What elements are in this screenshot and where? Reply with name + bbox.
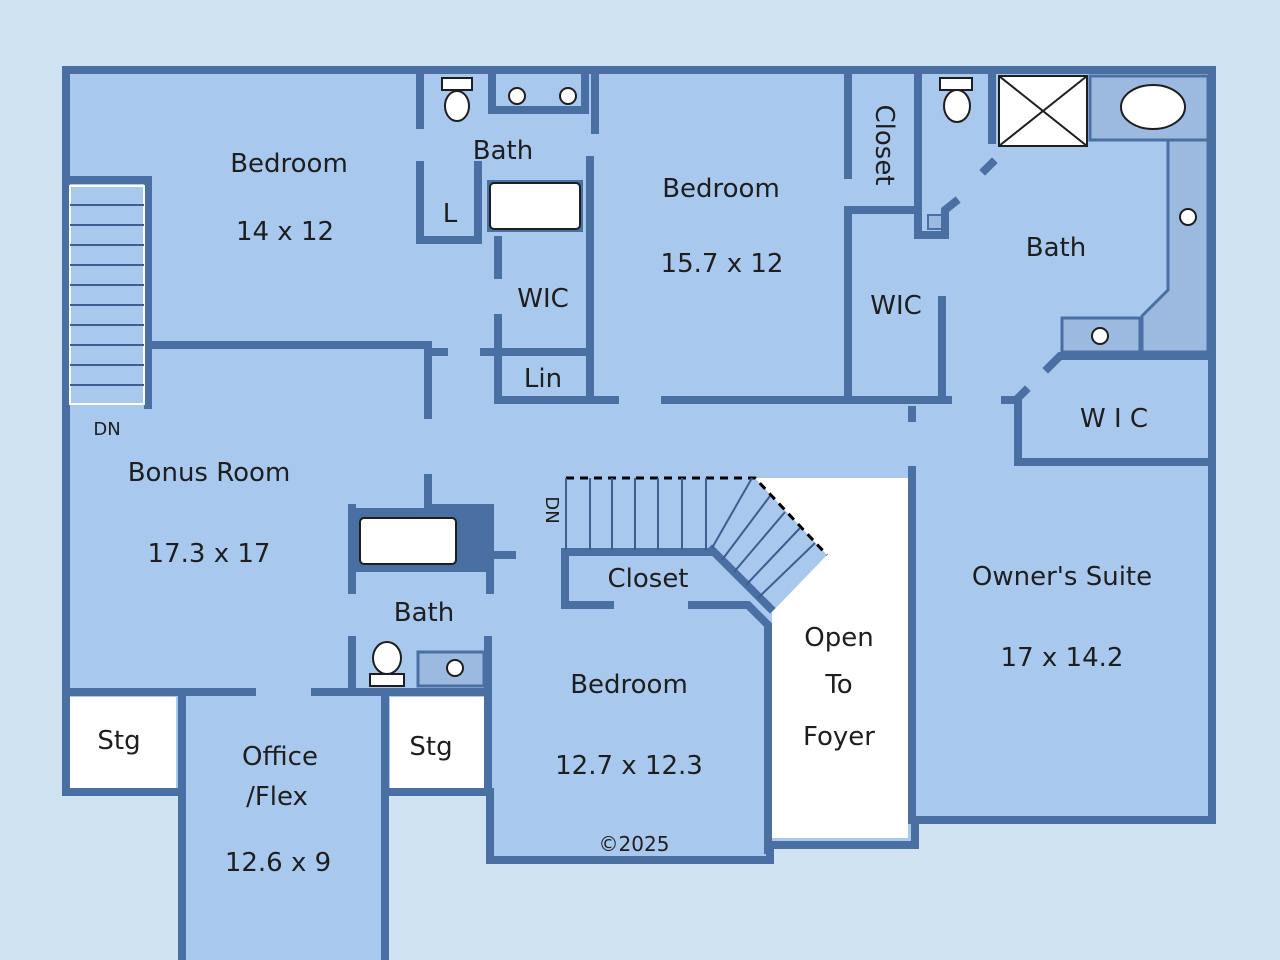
bedroom-s-size: 12.7 x 12.3: [555, 751, 703, 781]
storage-left-area: [70, 697, 176, 788]
closet-n-label: Closet: [869, 104, 899, 185]
floor-area: [66, 70, 1212, 960]
toilet-bonus: [369, 641, 405, 687]
open-to-foyer-area: [755, 478, 908, 838]
bedroom-s-name: Bedroom: [570, 670, 688, 700]
owners-suite-size: 17 x 14.2: [1001, 643, 1124, 673]
bedroom-n-size: 15.7 x 12: [661, 249, 784, 279]
linen-shelf: [927, 214, 943, 230]
storage-right-area: [390, 697, 484, 788]
toilet-owner: [939, 77, 973, 123]
wic-2-label: WIC: [870, 291, 922, 321]
interior-walls: [62, 71, 1212, 854]
office-line2: /Flex: [246, 782, 308, 812]
owners-suite-name: Owner's Suite: [972, 562, 1152, 592]
open-foyer-line1: Open: [804, 623, 873, 653]
bath-bonus-label: Bath: [394, 598, 454, 628]
sink-bonus: [416, 650, 486, 688]
closet-stair-label: Closet: [607, 564, 688, 594]
office-line1: Office: [242, 742, 318, 772]
bath-hall-label: Bath: [473, 136, 533, 166]
vanity-owner: [1060, 138, 1210, 354]
bedroom-nw-name: Bedroom: [230, 149, 348, 179]
office-size: 12.6 x 9: [225, 848, 331, 878]
linen-l-label: L: [443, 199, 458, 229]
bathtub-hall: [487, 180, 583, 232]
tub-owner: [1088, 74, 1210, 142]
stg-left-label: Stg: [97, 726, 140, 756]
bathtub-bonus: [352, 508, 490, 572]
shower-owner: [998, 75, 1088, 147]
stairs-dn-center: DN: [541, 496, 562, 523]
bonus-room-size: 17.3 x 17: [148, 539, 271, 569]
stairs-center: [565, 476, 829, 599]
bedroom-n-name: Bedroom: [662, 174, 780, 204]
bedroom-nw-size: 14 x 12: [236, 217, 334, 247]
stairs-dn-left: DN: [93, 419, 120, 440]
bath-owner-label: Bath: [1026, 233, 1086, 263]
open-foyer-line3: Foyer: [803, 722, 875, 752]
toilet-hall: [441, 77, 473, 122]
open-foyer-line2: To: [824, 670, 852, 700]
bonus-room-name: Bonus Room: [128, 458, 291, 488]
sinks-hall: [508, 87, 577, 105]
wic-1-label: WIC: [517, 284, 569, 314]
stairs-left: [69, 185, 145, 405]
copyright: ©2025: [599, 832, 670, 856]
lin-label: Lin: [524, 364, 562, 394]
stg-right-label: Stg: [409, 732, 452, 762]
wic-owner-label: W I C: [1080, 404, 1148, 434]
